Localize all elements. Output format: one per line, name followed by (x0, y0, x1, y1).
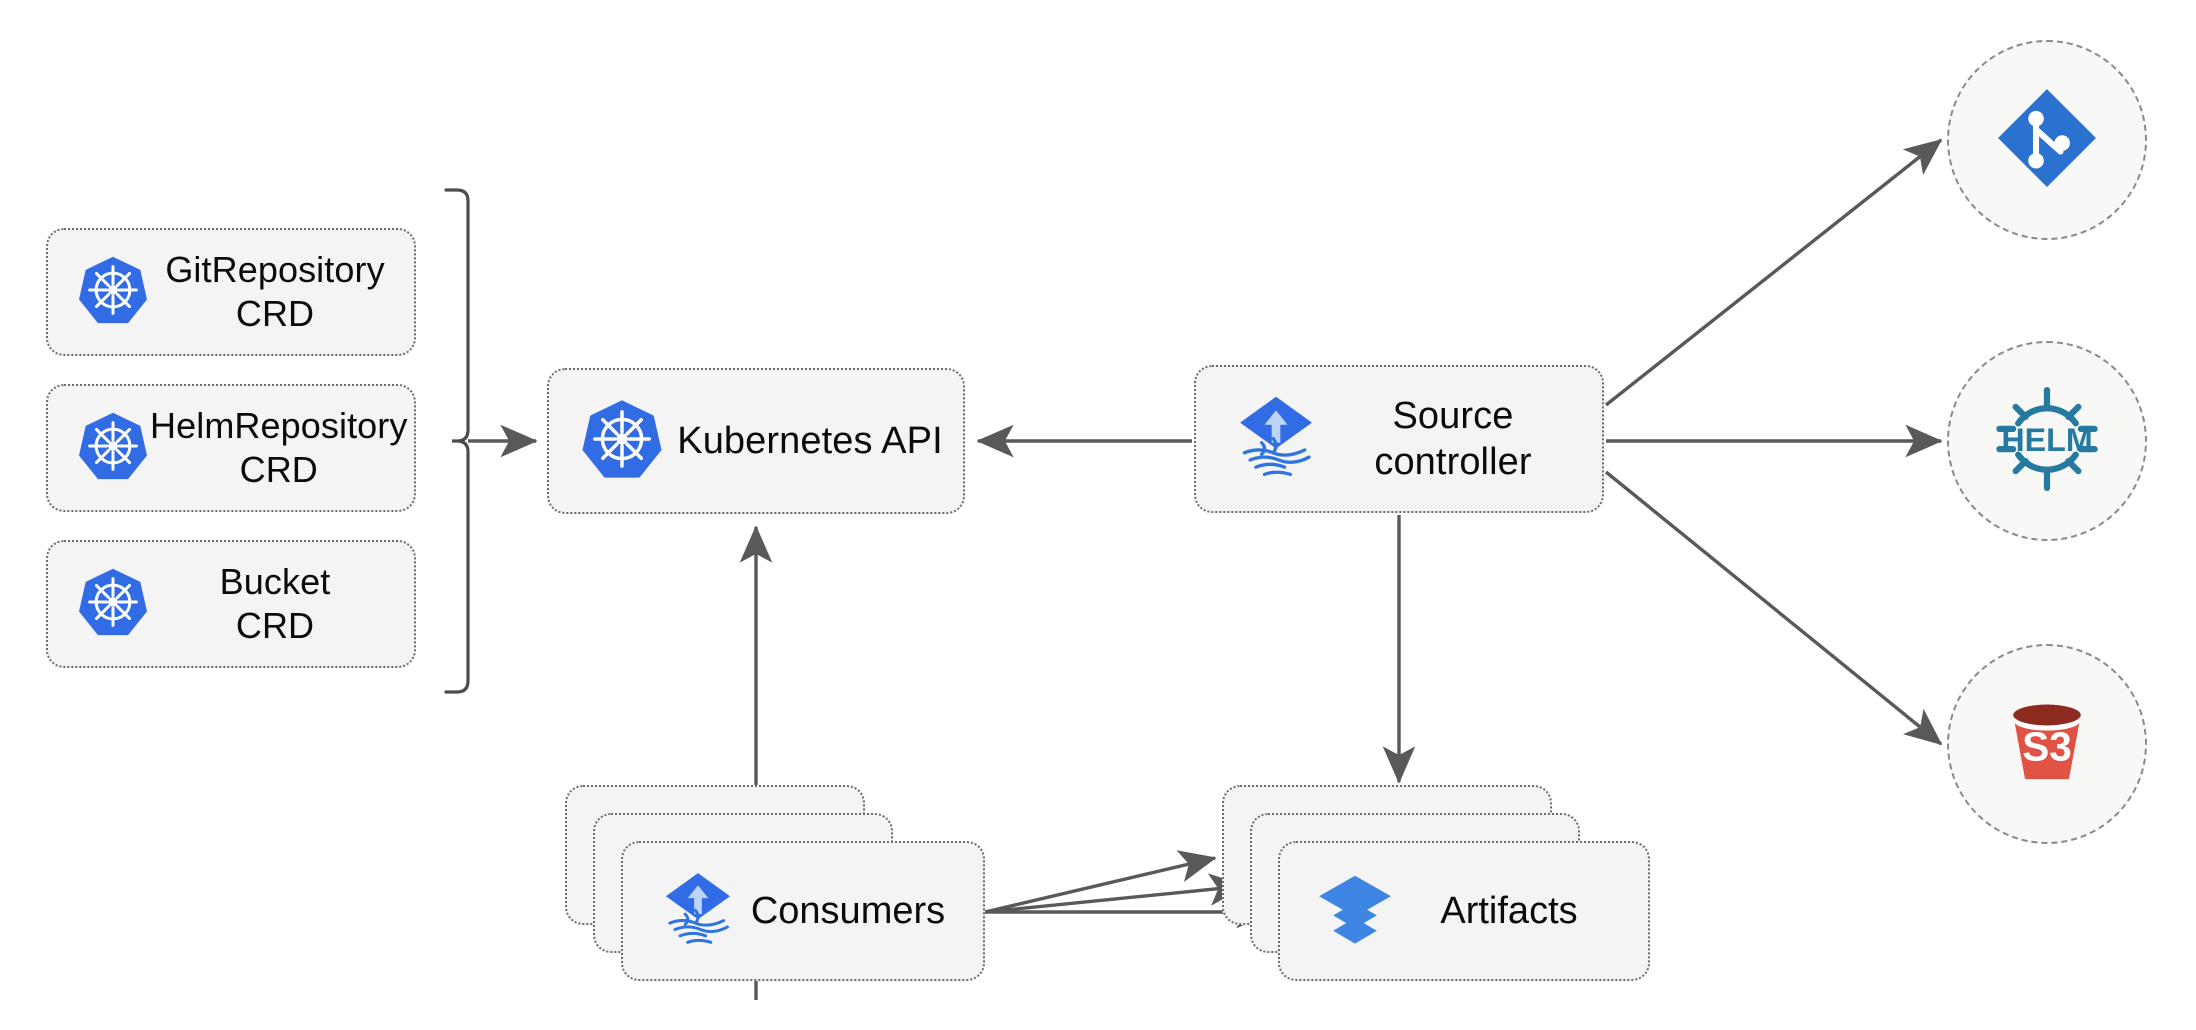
git-icon (1993, 84, 2101, 197)
artifacts-sheet-front[interactable]: Artifacts (1278, 841, 1650, 981)
source-circle-helm[interactable]: HELM (1947, 341, 2147, 541)
crd-label: HelmRepository CRD (150, 405, 408, 490)
source-circle-s3[interactable]: S3 (1947, 644, 2147, 844)
node-kubernetes-api[interactable]: Kubernetes API (547, 368, 965, 514)
node-label: Consumers (750, 889, 946, 932)
layers-icon (1314, 868, 1396, 955)
node-label: Source controller (1374, 394, 1532, 483)
helm-wordmark: HELM (2001, 421, 2092, 457)
s3-bucket-icon: S3 (1993, 688, 2101, 801)
flux-icon (657, 868, 739, 955)
crd-label: GitRepository CRD (165, 249, 385, 334)
node-label: Kubernetes API (677, 419, 943, 462)
flux-icon (1230, 391, 1322, 488)
kubernetes-icon (76, 253, 150, 332)
kubernetes-icon (76, 565, 150, 644)
kubernetes-icon (76, 409, 150, 488)
helm-icon: HELM (1988, 380, 2106, 503)
crd-card-gitrepository[interactable]: GitRepository CRD (46, 228, 416, 356)
node-artifacts[interactable]: Artifacts (1222, 785, 1650, 981)
consumers-sheet-front[interactable]: Consumers (621, 841, 985, 981)
crd-card-helmrepository[interactable]: HelmRepository CRD (46, 384, 416, 512)
source-circle-git[interactable] (1947, 40, 2147, 240)
node-label: Artifacts (1440, 889, 1578, 932)
node-source-controller[interactable]: Source controller (1194, 365, 1604, 513)
node-consumers[interactable]: Consumers (565, 785, 985, 981)
s3-wordmark: S3 (2022, 723, 2072, 769)
kubernetes-icon (579, 396, 665, 487)
crd-card-bucket[interactable]: Bucket CRD (46, 540, 416, 668)
crd-label: Bucket CRD (219, 561, 331, 646)
